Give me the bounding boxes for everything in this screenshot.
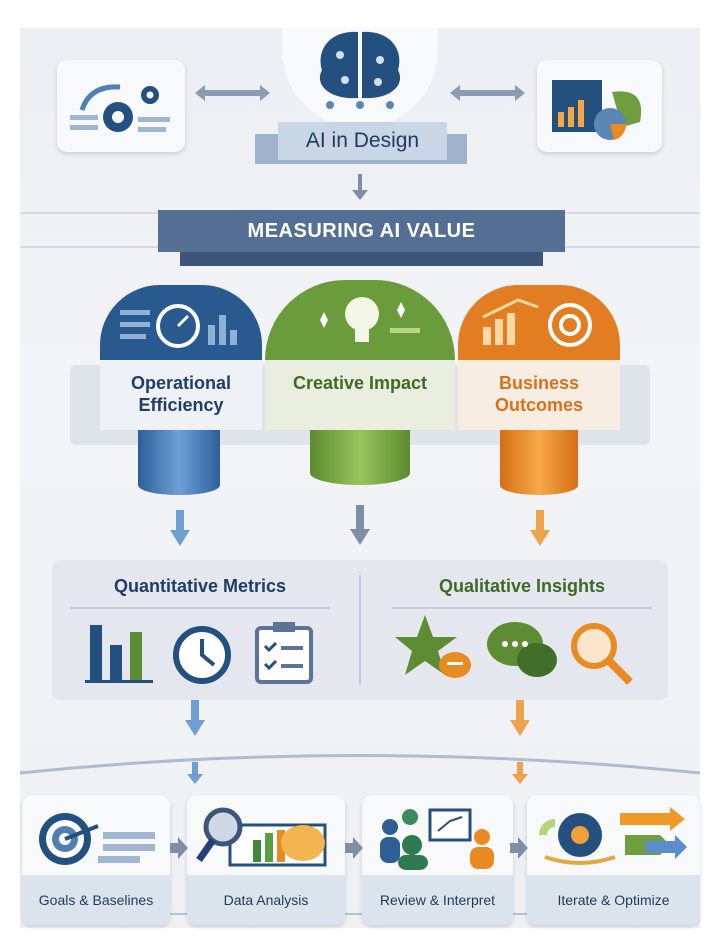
small-arrow-orange	[512, 762, 528, 784]
panel-divider	[359, 575, 361, 685]
pillar-blue-dome	[100, 285, 262, 370]
pillar-creative-impact: Creative Impact	[292, 373, 428, 393]
steps-connector	[160, 913, 540, 915]
step-label: Iterate & Optimize	[557, 892, 670, 908]
target-growth-icon	[482, 298, 592, 347]
pillar-label-line1: Business	[498, 373, 580, 393]
step-label: Data Analysis	[223, 892, 309, 908]
step-arrow-3	[510, 837, 528, 859]
pillar-business-outcomes: Business Outcomes	[458, 372, 620, 416]
pillar-orange-label-box	[458, 360, 620, 430]
right-double-arrow	[450, 85, 525, 101]
pillar-label-line2: Efficiency	[138, 395, 224, 415]
small-arrow-blue	[187, 762, 203, 784]
pillar-blue-base	[138, 425, 220, 495]
down-arrow-blue	[170, 510, 190, 546]
bar-chart-icon	[85, 625, 153, 683]
down-arrow-blue-2	[185, 700, 205, 736]
step-arrow-2	[345, 837, 363, 859]
chat-bubbles-icon	[487, 622, 557, 677]
measuring-banner: MEASURING AI VALUE	[158, 210, 565, 252]
divider-curve	[19, 754, 701, 775]
pillar-operational-efficiency: Operational Efficiency	[100, 372, 262, 416]
pillar-blue-label-box	[100, 360, 262, 430]
pillar-green-label-box	[265, 360, 455, 430]
team-review-icon	[380, 808, 494, 870]
down-arrow-gray	[350, 505, 370, 545]
analytics-chart-icon	[552, 80, 642, 140]
step-label: Review & Interpret	[379, 892, 496, 908]
quantitative-metrics-heading: Quantitative Metrics	[70, 576, 330, 609]
magnifier-icon	[571, 623, 633, 685]
iterate-gear-icon	[539, 807, 687, 865]
down-arrow-orange	[530, 510, 550, 546]
pillar-label-line1: Operational	[130, 373, 232, 393]
star-feedback-icon	[395, 615, 471, 678]
stopwatch-icon	[120, 304, 237, 348]
step-arrow-1	[170, 837, 188, 859]
pillar-green-base	[310, 430, 410, 485]
page-title: AI in Design	[278, 122, 447, 160]
pillar-label-line2: Outcomes	[494, 395, 584, 415]
step-goals-baselines	[22, 795, 170, 925]
left-double-arrow	[195, 85, 270, 101]
target-icon	[39, 813, 155, 865]
analysis-icon	[196, 807, 327, 867]
gears-icon	[70, 84, 170, 132]
down-arrow-orange-2	[510, 700, 530, 736]
step-label: Goals & Baselines	[38, 892, 154, 908]
pillar-orange-base	[500, 425, 578, 495]
qualitative-insights-heading: Qualitative Insights	[392, 576, 652, 609]
checklist-icon	[255, 622, 313, 684]
down-arrow	[352, 174, 368, 200]
brain-icon	[319, 31, 401, 109]
lightbulb-icon	[320, 297, 420, 342]
clock-icon	[173, 626, 231, 684]
